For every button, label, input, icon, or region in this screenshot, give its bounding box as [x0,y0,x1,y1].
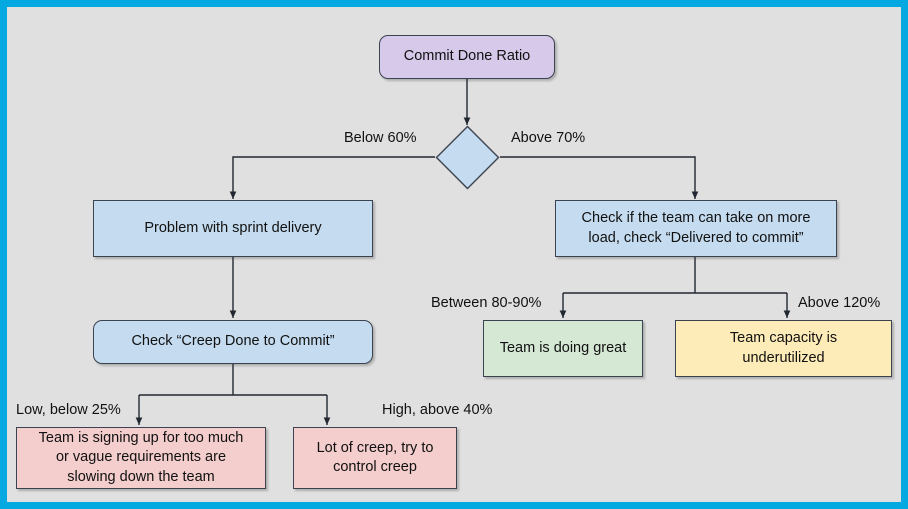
node-lot-of-creep-line1: Lot of creep, try to [316,439,434,456]
node-lot-of-creep[interactable]: Lot of creep, try to control creep [293,427,457,489]
node-team-capacity-underutilized-line1: Team capacity is [729,330,838,347]
edge-label-above-120: Above 120% [798,295,881,311]
node-team-signing-up-too-much[interactable]: Team is signing up for too much or vague… [16,427,266,489]
node-team-capacity-underutilized[interactable]: Team capacity is underutilized [675,320,892,377]
node-team-signing-up-too-much-line2: or vague requirements are [55,449,227,466]
edge-label-between-80-90: Between 80-90% [431,295,542,311]
edge-label-below-60: Below 60% [344,130,417,146]
node-check-team-load[interactable]: Check if the team can take on more load,… [555,200,837,257]
node-team-signing-up-too-much-line1: Team is signing up for too much [38,430,244,447]
node-team-is-doing-great-label: Team is doing great [499,339,627,356]
node-check-creep-done-to-commit-label: Check “Creep Done to Commit” [131,333,335,350]
node-team-is-doing-great[interactable]: Team is doing great [483,320,643,377]
edge-label-low-below-25: Low, below 25% [16,402,121,418]
connector-layer [135,78,791,425]
node-team-capacity-underutilized-line2: underutilized [742,349,825,366]
node-problem-with-sprint-delivery[interactable]: Problem with sprint delivery [93,200,373,257]
node-problem-with-sprint-delivery-label: Problem with sprint delivery [144,219,322,236]
node-check-team-load-line2: load, check “Delivered to commit” [588,229,804,246]
diamond-shape [435,125,500,190]
node-check-creep-done-to-commit[interactable]: Check “Creep Done to Commit” [93,320,373,364]
edge-label-high-above-40: High, above 40% [382,402,493,418]
node-commit-done-ratio[interactable]: Commit Done Ratio [379,35,555,79]
edge-label-above-70: Above 70% [511,130,586,146]
node-team-signing-up-too-much-line3: slowing down the team [67,468,215,485]
node-lot-of-creep-line2: control creep [333,459,417,475]
edge-decision-to-check-load [500,156,699,199]
node-check-team-load-line1: Check if the team can take on more [581,210,811,227]
node-commit-done-ratio-label: Commit Done Ratio [403,48,531,65]
edge-decision-to-problem [229,156,435,199]
node-decision-diamond[interactable] [435,125,500,190]
